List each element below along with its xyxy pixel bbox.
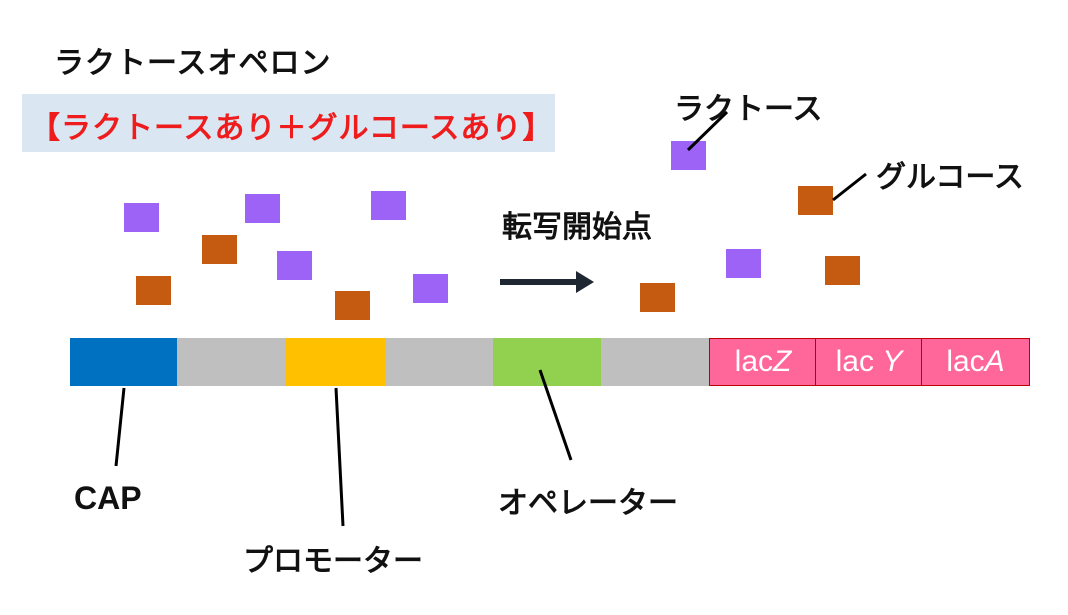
gene-name: lac [835,345,874,378]
operator-leader-line [538,369,573,461]
gene-name: lac [946,345,985,378]
glucose-molecule [335,291,370,320]
operator-label: オペレーター [498,486,678,521]
gene-suffix: Z [773,345,792,378]
transcription-arrow-shaft [500,279,578,285]
condition-banner [22,94,555,152]
glucose-molecule [136,276,171,305]
transcription-arrow-head [576,271,594,293]
glucose-molecule [798,186,833,215]
glucose-label: グルコース [876,160,1024,195]
lactose-molecule [245,194,280,223]
dna-spacer-segment [601,338,709,386]
glucose-leader-line [832,172,867,202]
lactose-molecule [371,191,406,220]
gene-suffix: A [984,345,1005,378]
gene-lacy: lac Y [815,338,923,386]
promoter-leader-line [334,387,345,527]
cap-site-segment [70,338,177,386]
lactose-molecule [277,251,312,280]
lactose-molecule [671,141,706,170]
glucose-molecule [825,256,860,285]
dna-spacer-segment [177,338,285,386]
transcription-start-label: 転写開始点 [502,210,652,245]
dna-spacer-segment [386,338,493,386]
promoter-segment [285,338,386,386]
promoter-label: プロモーター [243,544,423,579]
lactose-molecule [413,274,448,303]
operator-segment [493,338,601,386]
lactose-molecule [726,249,761,278]
lactose-molecule [124,203,159,232]
gene-name: lac [734,345,774,378]
gene-suffix: Y [882,345,903,378]
glucose-molecule [202,235,237,264]
cap-leader-line [114,387,126,467]
diagram-title: ラクトースオペロン [54,46,332,81]
lactose-label: ラクトース [674,92,823,127]
cap-label: CAP [74,480,142,516]
lactose-leader-line [686,110,729,152]
glucose-molecule [640,283,675,312]
condition-text: 【ラクトースあり＋グルコースあり】 [30,111,554,146]
